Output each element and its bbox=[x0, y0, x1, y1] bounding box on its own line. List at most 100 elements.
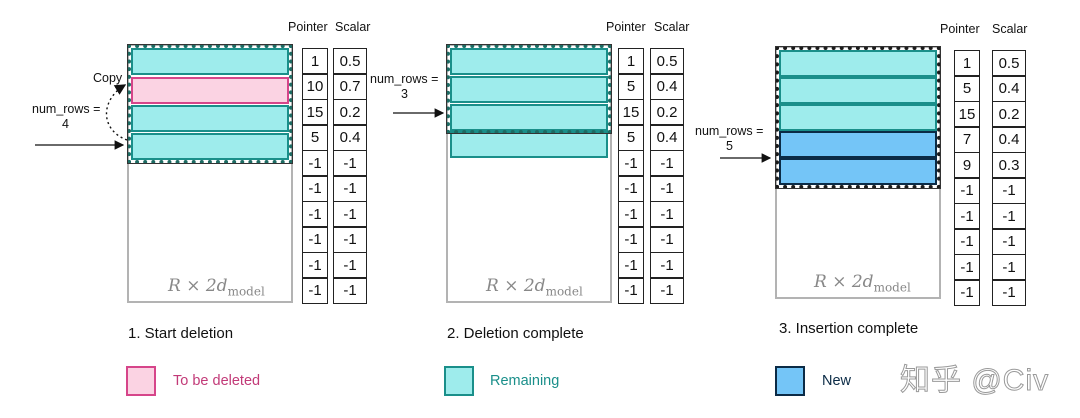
scalar-cell: -1 bbox=[650, 277, 684, 304]
scalar-cell: 0.3 bbox=[992, 152, 1026, 178]
pointer-cell: -1 bbox=[618, 252, 644, 278]
pointer-cell: 1 bbox=[954, 50, 980, 76]
scalar-cell: 0.4 bbox=[992, 126, 1026, 153]
pointer-cell: -1 bbox=[954, 203, 980, 229]
pointer-cell: -1 bbox=[954, 228, 980, 255]
scalar-cell: 0.4 bbox=[333, 124, 367, 151]
scalar-cell: 0.5 bbox=[992, 50, 1026, 76]
pointer-cell: -1 bbox=[618, 175, 644, 202]
pointer-cell: -1 bbox=[618, 150, 644, 176]
caption: 3. Insertion complete bbox=[779, 320, 919, 337]
legend-swatch-to-be-deleted bbox=[126, 366, 156, 396]
scalar-cell: -1 bbox=[650, 175, 684, 202]
scalar-cell: 0.2 bbox=[333, 99, 367, 125]
scalar-cell: 0.4 bbox=[992, 75, 1026, 102]
pointer-header: Pointer bbox=[940, 22, 980, 36]
row-new bbox=[779, 131, 937, 158]
matrix-label: R × 2dmodel bbox=[168, 276, 265, 299]
num-rows-label: num_rows = bbox=[32, 102, 101, 116]
legend-swatch-new bbox=[775, 366, 805, 396]
row-remaining bbox=[779, 104, 937, 131]
pointer-cell: 5 bbox=[302, 124, 328, 151]
watermark: 知乎 @Civ bbox=[899, 364, 1050, 398]
num-rows-value: 3 bbox=[401, 87, 408, 101]
scalar-header: Scalar bbox=[654, 20, 690, 34]
num-rows-label: num_rows = bbox=[695, 124, 764, 138]
num-rows-value: 5 bbox=[726, 139, 733, 153]
scalar-cell: 0.2 bbox=[992, 101, 1026, 127]
scalar-cell: -1 bbox=[992, 254, 1026, 280]
scalar-cell: -1 bbox=[650, 226, 684, 253]
row-remaining bbox=[779, 77, 937, 104]
row-remaining bbox=[131, 105, 289, 132]
scalar-cell: -1 bbox=[333, 226, 367, 253]
pointer-cell: 5 bbox=[954, 75, 980, 102]
pointer-cell: -1 bbox=[618, 277, 644, 304]
scalar-cell: -1 bbox=[333, 175, 367, 202]
pointer-cell: -1 bbox=[302, 226, 328, 253]
caption: 2. Deletion complete bbox=[447, 325, 584, 342]
caption: 1. Start deletion bbox=[128, 325, 234, 342]
scalar-cell: 0.4 bbox=[650, 124, 684, 151]
scalar-cell: -1 bbox=[333, 150, 367, 176]
pointer-cell: 15 bbox=[954, 101, 980, 127]
active-region-outline bbox=[127, 44, 293, 164]
pointer-cell: 5 bbox=[618, 124, 644, 151]
pointer-cell: -1 bbox=[302, 150, 328, 176]
pointer-cell: 1 bbox=[618, 48, 644, 74]
pointer-cell: 10 bbox=[302, 73, 328, 100]
row-to-be-deleted bbox=[131, 77, 289, 104]
pointer-header: Pointer bbox=[606, 20, 646, 34]
scalar-cell: -1 bbox=[992, 279, 1026, 306]
row-remaining bbox=[779, 50, 937, 77]
row-remaining bbox=[450, 76, 608, 103]
pointer-cell: 7 bbox=[954, 126, 980, 153]
scalar-cell: -1 bbox=[992, 228, 1026, 255]
pointer-cell: -1 bbox=[302, 277, 328, 304]
legend-swatch-remaining bbox=[444, 366, 474, 396]
pointer-cell: -1 bbox=[618, 226, 644, 253]
pointer-cell: -1 bbox=[302, 201, 328, 227]
row-stale bbox=[450, 131, 608, 158]
scalar-cell: 0.5 bbox=[650, 48, 684, 74]
scalar-cell: -1 bbox=[992, 203, 1026, 229]
pointer-cell: -1 bbox=[618, 201, 644, 227]
pointer-cell: 15 bbox=[618, 99, 644, 125]
pointer-cell: -1 bbox=[954, 279, 980, 306]
row-remaining bbox=[131, 48, 289, 75]
legend-label-new: New bbox=[822, 373, 852, 389]
scalar-cell: -1 bbox=[333, 201, 367, 227]
active-region-outline bbox=[775, 46, 941, 189]
num-rows-label: num_rows = bbox=[370, 72, 439, 86]
pointer-cell: -1 bbox=[302, 175, 328, 202]
scalar-cell: -1 bbox=[992, 177, 1026, 204]
num-rows-value: 4 bbox=[62, 117, 69, 131]
scalar-cell: -1 bbox=[333, 277, 367, 304]
row-remaining bbox=[450, 48, 608, 75]
scalar-cell: 0.2 bbox=[650, 99, 684, 125]
pointer-cell: -1 bbox=[954, 177, 980, 204]
scalar-cell: 0.4 bbox=[650, 73, 684, 100]
pointer-cell: -1 bbox=[954, 254, 980, 280]
legend-label-remaining: Remaining bbox=[490, 373, 560, 389]
pointer-cell: 9 bbox=[954, 152, 980, 178]
copy-label: Copy bbox=[93, 71, 123, 85]
matrix-label: R × 2dmodel bbox=[814, 272, 911, 295]
pointer-cell: -1 bbox=[302, 252, 328, 278]
pointer-cell: 15 bbox=[302, 99, 328, 125]
row-remaining bbox=[131, 133, 289, 160]
row-new bbox=[779, 158, 937, 185]
scalar-header: Scalar bbox=[992, 22, 1028, 36]
pointer-cell: 1 bbox=[302, 48, 328, 74]
matrix-label: R × 2dmodel bbox=[486, 276, 583, 299]
pointer-header: Pointer bbox=[288, 20, 328, 34]
scalar-cell: 0.5 bbox=[333, 48, 367, 74]
scalar-cell: -1 bbox=[333, 252, 367, 278]
pointer-cell: 5 bbox=[618, 73, 644, 100]
scalar-cell: 0.7 bbox=[333, 73, 367, 100]
scalar-cell: -1 bbox=[650, 201, 684, 227]
active-region-outline bbox=[446, 44, 612, 134]
scalar-cell: -1 bbox=[650, 252, 684, 278]
copy-arrow bbox=[105, 84, 128, 141]
